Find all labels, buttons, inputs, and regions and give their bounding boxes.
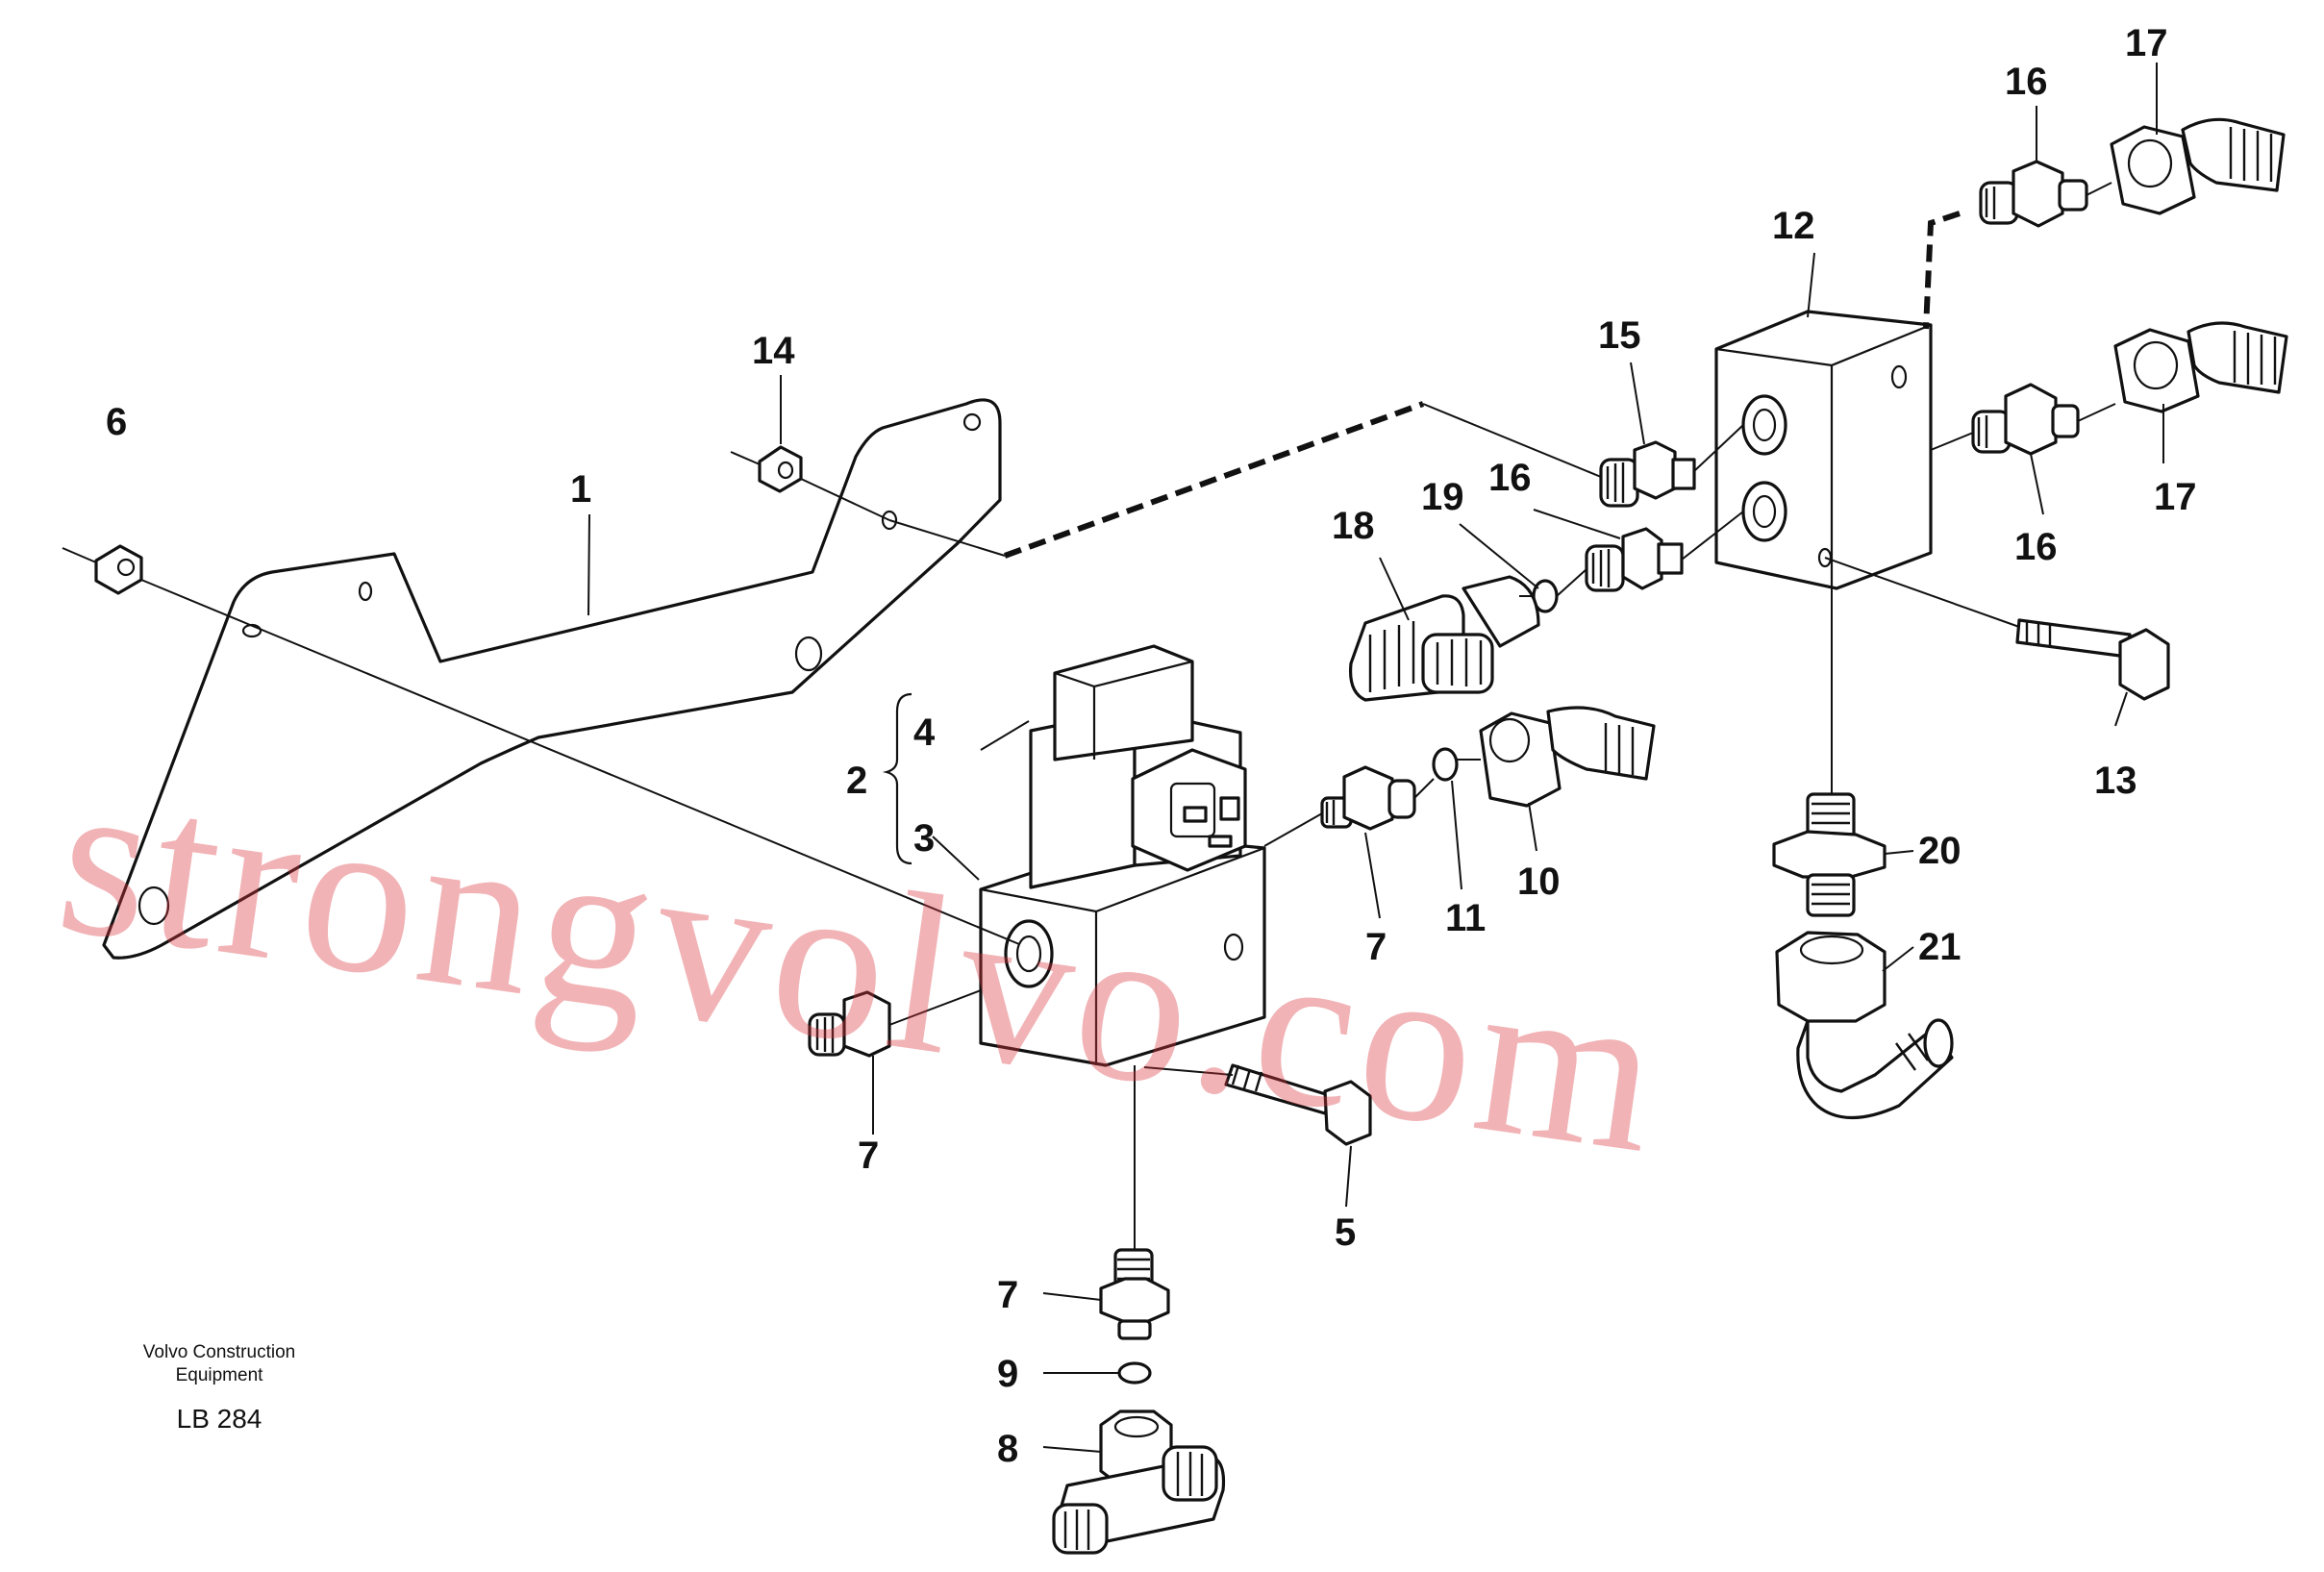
brace-part-2 bbox=[882, 692, 912, 865]
nut-part-14 bbox=[758, 445, 803, 493]
callout-16-right: 16 bbox=[2014, 526, 2058, 568]
callout-10: 10 bbox=[1517, 861, 1561, 903]
caption-company-line2: Equipment bbox=[176, 1365, 264, 1385]
callout-20: 20 bbox=[1918, 830, 1962, 872]
nipple-part-7-middle bbox=[1320, 765, 1416, 831]
caption-code: LB 284 bbox=[177, 1404, 262, 1434]
callout-16-left: 16 bbox=[1488, 457, 1532, 499]
bolt-part-5 bbox=[1224, 1063, 1372, 1146]
tee-fitting-part-8 bbox=[1052, 1410, 1226, 1555]
nipple-part-16-top bbox=[1979, 160, 2088, 228]
caption-block: Volvo Construction Equipment LB 284 bbox=[143, 1342, 295, 1434]
callout-18: 18 bbox=[1332, 505, 1375, 547]
nipple-part-7-left bbox=[808, 990, 891, 1058]
callout-9: 9 bbox=[997, 1353, 1018, 1395]
callout-6: 6 bbox=[106, 401, 127, 443]
callout-12: 12 bbox=[1772, 205, 1815, 247]
elbow-fitting-part-17-bottom bbox=[2113, 321, 2288, 413]
adapter-part-20 bbox=[1772, 792, 1887, 917]
solenoid-valve-assembly bbox=[979, 644, 1266, 1067]
callout-21: 21 bbox=[1918, 926, 1962, 968]
callout-1: 1 bbox=[570, 468, 591, 511]
callout-14: 14 bbox=[752, 330, 795, 372]
o-ring-part-9 bbox=[1117, 1361, 1152, 1385]
nut-part-6 bbox=[94, 544, 143, 595]
callout-7-bottom: 7 bbox=[997, 1274, 1018, 1316]
callout-2: 2 bbox=[846, 760, 867, 802]
elbow-fitting-part-17-top bbox=[2110, 117, 2286, 215]
callout-19: 19 bbox=[1421, 476, 1464, 518]
nipple-part-7-bottom bbox=[1099, 1248, 1170, 1340]
hose-route-dashed-upper bbox=[1923, 211, 1961, 330]
callout-17-bottom: 17 bbox=[2154, 476, 2197, 518]
hose-route-dashed-main bbox=[1003, 401, 1425, 559]
callout-5: 5 bbox=[1335, 1211, 1356, 1254]
caption-company-line1: Volvo Construction bbox=[143, 1342, 295, 1362]
callout-3: 3 bbox=[913, 817, 935, 860]
leader-lines bbox=[62, 62, 2164, 1453]
callout-13: 13 bbox=[2094, 760, 2137, 802]
callout-8: 8 bbox=[997, 1428, 1018, 1470]
elbow-fitting-part-21 bbox=[1775, 931, 1954, 1120]
nipple-part-15 bbox=[1599, 440, 1696, 508]
callout-4: 4 bbox=[913, 711, 936, 754]
callout-11: 11 bbox=[1445, 897, 1486, 939]
distribution-block-part-12 bbox=[1714, 310, 1933, 590]
bracket-part-1 bbox=[102, 398, 1002, 960]
nipple-part-16-left bbox=[1585, 527, 1684, 592]
o-ring-part-11 bbox=[1432, 747, 1459, 782]
nipple-part-16-right bbox=[1971, 383, 2080, 456]
callout-16-top: 16 bbox=[2005, 61, 2048, 103]
callout-17-top: 17 bbox=[2125, 22, 2168, 64]
bolt-part-13 bbox=[2015, 618, 2170, 701]
callout-labels: 1 6 14 2 4 3 7 5 7 11 10 18 19 16 15 12 … bbox=[106, 22, 2197, 1470]
callout-7-left: 7 bbox=[858, 1135, 879, 1177]
callout-7-middle: 7 bbox=[1365, 926, 1387, 968]
callout-15: 15 bbox=[1598, 314, 1641, 357]
tee-fitting-part-18 bbox=[1348, 575, 1540, 702]
elbow-fitting-part-10 bbox=[1479, 706, 1656, 808]
